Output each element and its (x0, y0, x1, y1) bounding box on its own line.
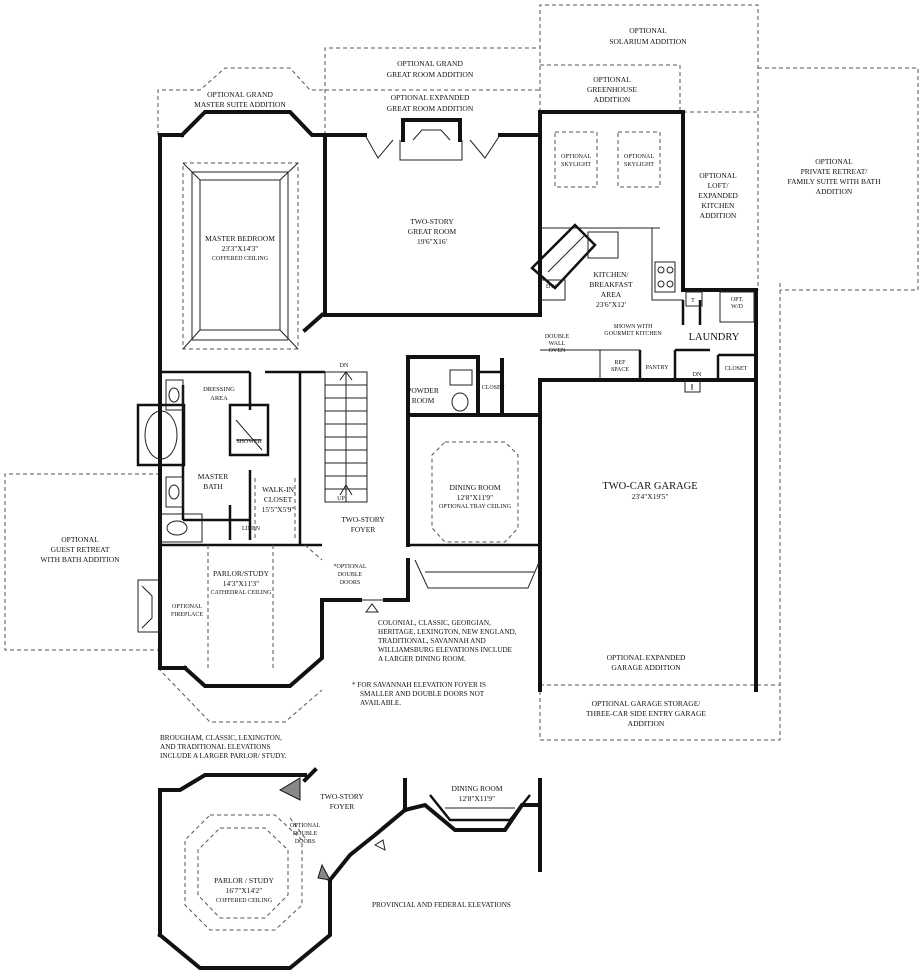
great-room-fireplace (399, 118, 463, 161)
note-provincial: PROVINCIAL AND FEDERAL ELEVATIONS (372, 901, 511, 909)
svg-text:CLOSET: CLOSET (725, 366, 748, 372)
svg-text:CLOSET: CLOSET (482, 385, 505, 391)
parlor-ceiling (137, 545, 274, 668)
svg-text:OPT.W/D: OPT.W/D (731, 297, 744, 310)
svg-text:DW: DW (546, 284, 556, 290)
svg-text:COLONIAL, CLASSIC, GEORGIAN,HE: COLONIAL, CLASSIC, GEORGIAN,HERITAGE, LE… (378, 619, 517, 663)
svg-text:T: T (691, 298, 695, 304)
svg-text:COFFERED CEILING: COFFERED CEILING (216, 898, 273, 904)
great-room-windows (364, 134, 501, 159)
svg-text:CATHEDRAL CEILING: CATHEDRAL CEILING (211, 590, 273, 596)
note-dining-elevations: COLONIAL, CLASSIC, GEORGIAN,HERITAGE, LE… (378, 619, 517, 663)
inset-walls (157, 767, 542, 970)
dining-room-ceiling (408, 441, 541, 589)
svg-text:COFFERED CEILING: COFFERED CEILING (212, 256, 269, 262)
kitchen-fixtures (530, 131, 756, 393)
svg-text:LAUNDRY: LAUNDRY (689, 332, 740, 343)
foyer-entry (304, 544, 385, 613)
stairs (324, 371, 368, 503)
label-opt-garage-storage: OPTIONAL GARAGE STORAGE/THREE-CAR SIDE E… (586, 699, 706, 728)
master-bath-tub (136, 403, 186, 467)
svg-text:PROVINCIAL AND FEDERAL ELEVATI: PROVINCIAL AND FEDERAL ELEVATIONS (372, 901, 511, 909)
svg-text:PANTRY: PANTRY (645, 365, 669, 371)
svg-text:DN: DN (693, 372, 702, 378)
walk-in-closet-shelving (254, 478, 296, 540)
svg-text:UP: UP (337, 496, 345, 502)
svg-text:SHOWER: SHOWER (236, 439, 261, 445)
svg-text:OPTIONAL GARAGE STORAGE/THREE-: OPTIONAL GARAGE STORAGE/THREE-CAR SIDE E… (586, 699, 706, 728)
svg-text:BROUGHAM, CLASSIC, LEXINGTON,A: BROUGHAM, CLASSIC, LEXINGTON,AND TRADITI… (160, 734, 287, 760)
svg-text:LINEN: LINEN (242, 526, 261, 532)
label-laundry: LAUNDRY T OPT.W/D DN CLOSET (689, 297, 748, 378)
svg-text:OPTIONAL TRAY CEILING: OPTIONAL TRAY CEILING (439, 504, 512, 510)
svg-text:DN: DN (340, 363, 349, 369)
svg-text:* FOR SAVANNAH ELEVATION FOYER: * FOR SAVANNAH ELEVATION FOYER ISSMALLER… (352, 681, 486, 707)
powder-room-fixtures (449, 369, 502, 412)
master-bath-sinks (159, 379, 203, 543)
note-larger-parlor: BROUGHAM, CLASSIC, LEXINGTON,AND TRADITI… (160, 734, 287, 760)
master-bedroom-ceiling (182, 162, 299, 350)
